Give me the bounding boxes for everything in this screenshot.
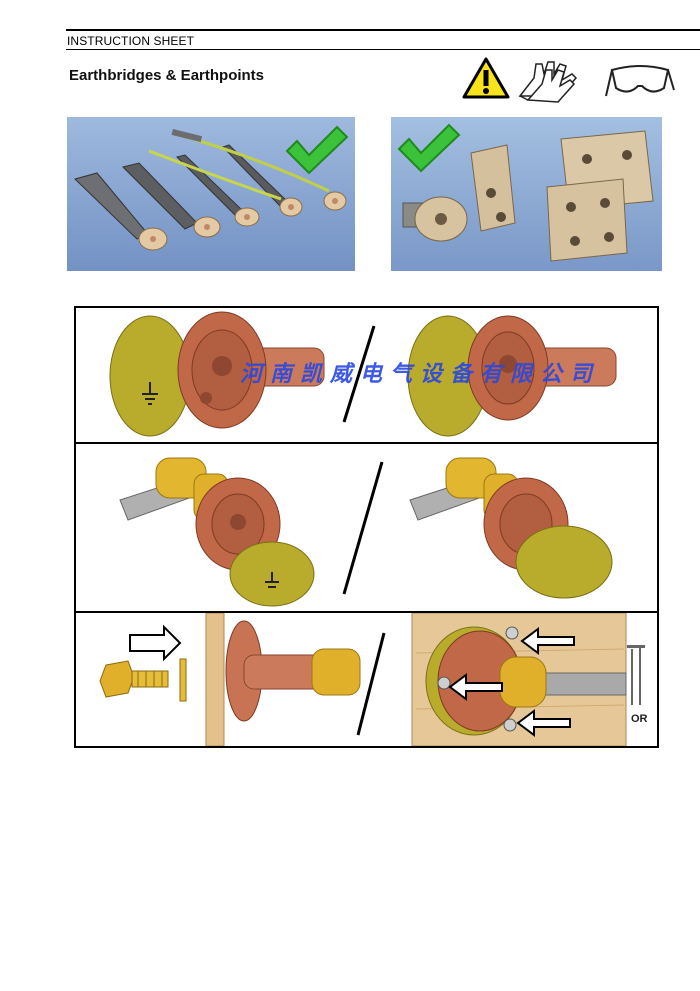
header-rule-bottom — [66, 49, 700, 50]
arrow-icon — [129, 624, 182, 662]
or-label: OR — [631, 713, 648, 725]
earthpoints-photo — [391, 117, 662, 271]
earth-symbol-icon — [142, 382, 158, 405]
row-divider — [76, 442, 657, 444]
check-icon — [285, 125, 349, 175]
step-row-3: OR — [76, 613, 657, 746]
check-icon — [397, 123, 461, 173]
step-row-1 — [109, 311, 617, 437]
safety-glasses-icon — [605, 65, 675, 97]
step-row-2 — [119, 457, 613, 607]
watermark-text: 河南凯威电气设备有限公司 — [240, 361, 601, 387]
gloves-icon — [518, 61, 578, 103]
header-title: INSTRUCTION SHEET — [67, 34, 195, 48]
or-slash — [342, 325, 376, 423]
instruction-panel: OR — [74, 306, 659, 748]
row-divider — [76, 611, 657, 613]
document-title: Earthbridges & Earthpoints — [69, 67, 265, 84]
earthbridges-photo — [67, 117, 355, 271]
warning-icon — [462, 57, 510, 99]
header-rule-top — [66, 29, 700, 31]
